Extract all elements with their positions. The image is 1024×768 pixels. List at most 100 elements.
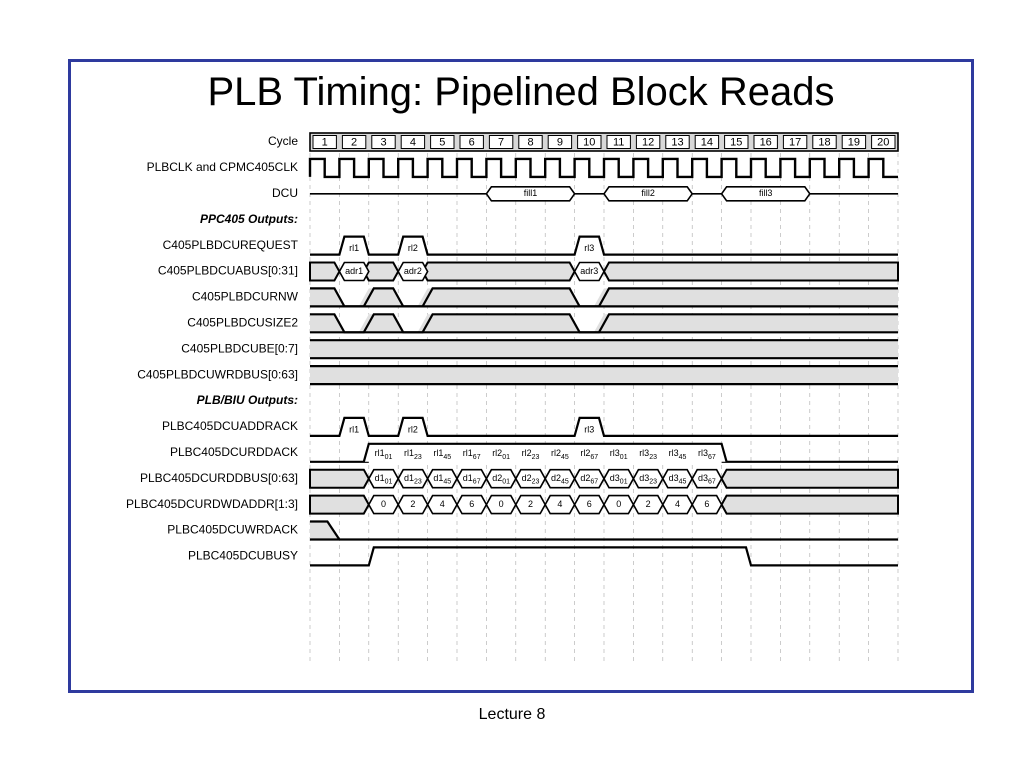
cycle-number: 17 [789, 136, 801, 148]
signal-label: PLBC405DCUBUSY [188, 549, 298, 563]
invalid-fill [594, 314, 898, 333]
signal-c405plbdcurequest: C405PLBDCUREQUEST rl1 rl2 rl3 [163, 235, 898, 256]
cycle-number: 18 [818, 136, 830, 148]
cycle-box [488, 135, 514, 149]
signal-waveform [310, 546, 898, 567]
cycle-box [547, 135, 573, 149]
signal-label: PLBC405DCUWRDACK [167, 523, 298, 537]
cycle-number: 3 [380, 136, 386, 148]
segment-label: 4 [557, 499, 562, 509]
pulse-label: rl2 [408, 243, 418, 253]
clock-waveform [308, 157, 898, 179]
segment-label: adr3 [580, 266, 598, 276]
segment-label: 2 [528, 499, 533, 509]
segment-label: 0 [381, 499, 386, 509]
signal-label: DCU [272, 186, 298, 200]
segment-label: 0 [499, 499, 504, 509]
signal-label: PLBC405DCURDWDADDR[1:3] [126, 497, 298, 511]
invalid-fill [310, 366, 898, 385]
cycle-box [724, 135, 749, 149]
cycle-box [606, 135, 631, 149]
slide-footer: Lecture 8 [478, 706, 546, 723]
cycle-number: 8 [527, 136, 533, 148]
signal-label: C405PLBDCUWRDBUS[0:63] [137, 367, 298, 381]
invalid-fill [309, 468, 370, 489]
signal-label: C405PLBDCUSIZE2 [187, 315, 298, 329]
signal-c405plbdcuwrdbus-0-63: C405PLBDCUWRDBUS[0:63] [137, 365, 898, 386]
bus-segment [540, 443, 580, 462]
signal-waveform [310, 520, 341, 541]
section-heading: PLB/BIU Outputs: [197, 393, 298, 407]
cycle-bar [309, 132, 899, 152]
invalid-fill [720, 468, 899, 489]
pulse-label: rl1 [349, 243, 359, 253]
cycle-box [371, 135, 396, 149]
signal-label: C405PLBDCUBE[0:7] [181, 341, 298, 355]
pulse-label: rl1 [349, 424, 359, 434]
signal-waveform [310, 416, 898, 437]
segment-label: 6 [469, 499, 474, 509]
signal-plbc405dcuwrdack: PLBC405DCUWRDACK [167, 520, 898, 541]
signal-label: PLBCLK and CPMC405CLK [147, 160, 298, 174]
segment-label: adr1 [345, 266, 363, 276]
signal-label: PLBC405DCURDDACK [170, 445, 298, 459]
segment-label: 2 [410, 499, 415, 509]
invalid-fill [309, 494, 370, 515]
bus-segment [691, 468, 723, 489]
signal-label: PLBC405DCURDDBUS[0:63] [140, 471, 298, 485]
cycle-box [518, 135, 543, 149]
cycle-box [577, 135, 602, 149]
signal-c405plbdcube-0-7: C405PLBDCUBE[0:7] [181, 339, 898, 360]
signal-ppc405-outputs: PPC405 Outputs: [200, 212, 298, 226]
invalid-fill [358, 288, 404, 307]
segment-label: fill1 [524, 188, 538, 198]
pulse-label: rl3 [584, 424, 594, 434]
invalid-fill [309, 261, 341, 282]
cycle-number: 4 [410, 136, 416, 148]
bus-segment [599, 443, 639, 462]
signal-label: C405PLBDCUREQUEST [163, 238, 299, 252]
cycle-box [665, 135, 690, 149]
signal-label: C405PLBDCURNW [192, 290, 299, 304]
section-heading: PPC405 Outputs: [200, 212, 298, 226]
cycle-number: 10 [583, 136, 595, 148]
cycle-number: 20 [877, 136, 889, 148]
bus-segment [573, 261, 605, 282]
bus-segment [687, 443, 727, 462]
segment-label: fill3 [759, 188, 773, 198]
invalid-fill [310, 340, 898, 359]
signal-plbc405dcubusy: PLBC405DCUBUSY [188, 546, 898, 567]
cycle-box [430, 135, 455, 149]
invalid-fill [310, 521, 340, 540]
bus-segment [691, 494, 723, 515]
segment-label: 6 [587, 499, 592, 509]
bus-segment [393, 443, 433, 462]
pulse-label: rl3 [584, 243, 594, 253]
bus-segment [452, 443, 492, 462]
cycle-number: 5 [439, 136, 445, 148]
bus-segment [510, 443, 551, 462]
cycle-number: 19 [848, 136, 860, 148]
cycle-box [312, 135, 337, 149]
invalid-fill [720, 494, 899, 515]
bus-segment [569, 443, 609, 462]
signal-waveform [362, 442, 728, 463]
signal-label: Cycle [268, 134, 298, 148]
cycle-number: 6 [469, 136, 475, 148]
cycle-box [841, 135, 867, 149]
bus-segment [397, 261, 429, 282]
signal-c405plbdcurnw: C405PLBDCURNW [192, 287, 898, 308]
bus-segment [657, 443, 698, 462]
signal-label: C405PLBDCUABUS[0:31] [158, 264, 298, 278]
segment-label: 0 [616, 499, 621, 509]
cycle-number: 11 [613, 136, 624, 148]
cycle-number: 1 [322, 136, 328, 148]
cycle-box [341, 135, 367, 149]
cycle-box [812, 135, 837, 149]
cycle-number: 15 [730, 136, 742, 148]
invalid-fill [602, 261, 899, 282]
segment-label: 6 [704, 499, 709, 509]
segment-label: 2 [646, 499, 651, 509]
